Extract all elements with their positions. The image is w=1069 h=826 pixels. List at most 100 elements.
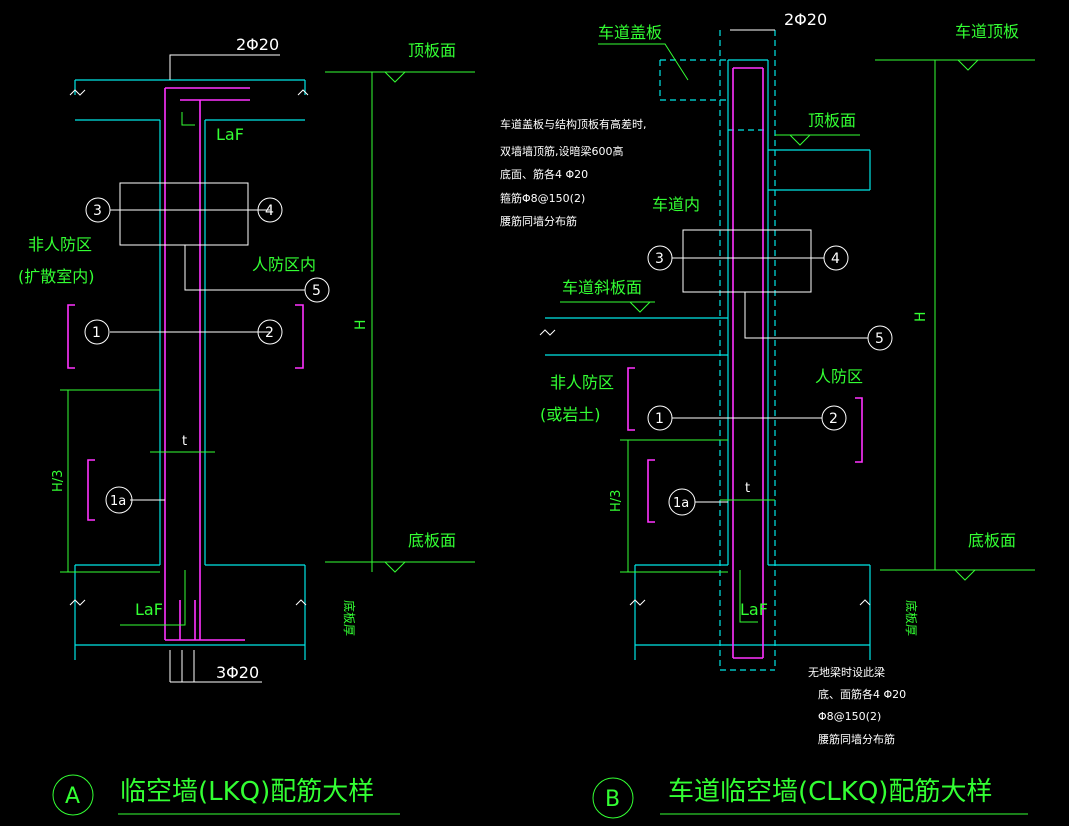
a-marker-4: 4 — [257, 197, 283, 223]
b-title-letter: B — [605, 787, 620, 812]
svg-text:1a: 1a — [110, 494, 126, 509]
drawing-a: 2Φ20 3Φ20 LaF LaF 顶板面 底板面 H 底板厚 H/3 t 3 … — [18, 35, 475, 816]
a-top-bar-label: 2Φ20 — [236, 35, 279, 54]
a-marker-2: 2 — [257, 319, 283, 345]
a-top-slab-label: 顶板面 — [408, 41, 456, 60]
a-thickness-label: t — [182, 434, 187, 449]
a-bottom-slab-label: 底板面 — [408, 531, 456, 550]
a-marker-5: 5 — [304, 277, 330, 303]
b-title: 车道临空墙(CLKQ)配筋大样 — [668, 777, 992, 807]
b-right-zone: 人防区 — [815, 367, 863, 386]
b-laf-mark — [739, 570, 758, 623]
a-title-letter: A — [65, 784, 80, 809]
svg-text:底、面筋各4 Φ20: 底、面筋各4 Φ20 — [818, 687, 906, 701]
b-cover-slab — [659, 59, 728, 101]
a-top-break — [69, 89, 309, 96]
a-slab-thickness-label: 底板厚 — [342, 600, 357, 636]
a-right-zone: 人防区内 — [252, 255, 316, 274]
svg-text:1: 1 — [655, 411, 664, 427]
a-top-slab — [74, 79, 306, 121]
svg-text:腰筋同墙分布筋: 腰筋同墙分布筋 — [818, 732, 895, 746]
a-laf-bottom-mark — [120, 570, 186, 626]
b-roof-slab — [768, 149, 871, 191]
a-rebar — [164, 87, 250, 641]
b-marker-3: 3 — [647, 245, 673, 271]
a-bottom-slab — [74, 564, 306, 660]
b-inclined-slab-label: 车道斜板面 — [562, 278, 642, 297]
b-dashed-beam — [719, 30, 776, 671]
a-rebar-hook — [179, 600, 196, 640]
svg-text:无地梁时设此梁: 无地梁时设此梁 — [808, 665, 885, 679]
a-height-label: H — [353, 319, 369, 330]
b-cover-slab-leader — [598, 43, 689, 81]
svg-text:双墙墙顶筋,设暗梁600高: 双墙墙顶筋,设暗梁600高 — [500, 144, 624, 158]
b-bottom-slab-label: 底板面 — [968, 531, 1016, 550]
a-top-bar-leader — [169, 54, 280, 80]
svg-text:5: 5 — [312, 283, 321, 299]
svg-text:3: 3 — [655, 251, 664, 267]
b-h3-label: H/3 — [609, 490, 624, 512]
b-note-top: 车道盖板与结构顶板有高差时, 双墙墙顶筋,设暗梁600高 底面、筋各4 Φ20 … — [500, 117, 647, 228]
b-note-bottom: 无地梁时设此梁 底、面筋各4 Φ20 Φ8@150(2) 腰筋同墙分布筋 — [808, 665, 906, 746]
a-marker-1a: 1a — [105, 486, 133, 514]
b-height-label: H — [913, 311, 929, 322]
b-roof-face-label: 顶板面 — [808, 111, 856, 130]
svg-text:1a: 1a — [673, 496, 689, 511]
a-bottom-bar-leader — [169, 650, 262, 683]
svg-text:箍筋Φ8@150(2): 箍筋Φ8@150(2) — [500, 191, 585, 205]
svg-text:腰筋同墙分布筋: 腰筋同墙分布筋 — [500, 214, 577, 228]
a-marker-3: 3 — [85, 197, 111, 223]
b-bottom-slab — [634, 564, 871, 660]
b-detail-box — [682, 229, 812, 293]
b-top-slab-label: 车道顶板 — [955, 22, 1019, 41]
svg-text:4: 4 — [265, 203, 274, 219]
b-marker-5: 5 — [867, 325, 893, 351]
a-title-circle — [52, 774, 94, 816]
a-brackets — [67, 304, 304, 521]
b-wall-outline — [727, 59, 769, 565]
b-laf-label: LaF — [740, 600, 768, 619]
b-slab-thickness-label: 底板厚 — [904, 600, 919, 636]
b-marker-1a: 1a — [668, 488, 696, 516]
b-detail-leaders — [672, 257, 868, 339]
b-inclined-slab — [545, 317, 728, 356]
svg-text:3: 3 — [93, 203, 102, 219]
a-bottom-bar-label: 3Φ20 — [216, 663, 259, 682]
b-thickness-label: t — [745, 481, 750, 496]
a-top-face-mark — [325, 71, 475, 83]
svg-text:底面、筋各4 Φ20: 底面、筋各4 Φ20 — [500, 167, 588, 181]
b-bottom-break — [629, 599, 871, 606]
b-rebar — [732, 67, 764, 659]
b-bottom-face-mark — [880, 569, 1035, 581]
b-top-face-mark — [875, 59, 1035, 71]
b-cover-slab-label: 车道盖板 — [598, 23, 662, 42]
a-detail-box — [119, 182, 249, 246]
a-laf-bottom: LaF — [135, 600, 163, 619]
a-marker-1: 1 — [84, 319, 110, 345]
b-top-bar-label: 2Φ20 — [784, 10, 827, 29]
svg-text:1: 1 — [92, 325, 101, 341]
a-wall-outline — [159, 120, 206, 565]
a-dim-h3 — [60, 389, 160, 573]
a-title: 临空墙(LKQ)配筋大样 — [120, 777, 374, 807]
b-dim-h3 — [620, 439, 728, 573]
b-inclined-break — [539, 329, 556, 336]
a-left-zone-line1: 非人防区 — [28, 235, 92, 254]
b-left-zone-line1: 非人防区 — [550, 373, 614, 392]
a-laf-top-mark — [181, 112, 195, 126]
b-brackets — [627, 367, 863, 523]
svg-text:2: 2 — [829, 411, 838, 427]
b-left-zone-line2: (或岩土) — [540, 405, 601, 424]
b-title-circle — [592, 777, 634, 819]
svg-text:4: 4 — [831, 251, 840, 267]
b-roof-face-mark — [775, 134, 860, 146]
drawing-b: 2Φ20 车道盖板 车道顶板 顶板面 车道斜板面 底板面 车道内 人防区 非人防… — [500, 10, 1035, 819]
svg-text:车道盖板与结构顶板有高差时,: 车道盖板与结构顶板有高差时, — [500, 117, 647, 131]
b-marker-4: 4 — [823, 245, 849, 271]
b-marker-2: 2 — [821, 405, 847, 431]
b-inside-ramp: 车道内 — [652, 195, 700, 214]
a-left-zone-line2: (扩散室内) — [18, 267, 95, 286]
a-h3-label: H/3 — [51, 470, 66, 492]
svg-text:2: 2 — [265, 325, 274, 341]
